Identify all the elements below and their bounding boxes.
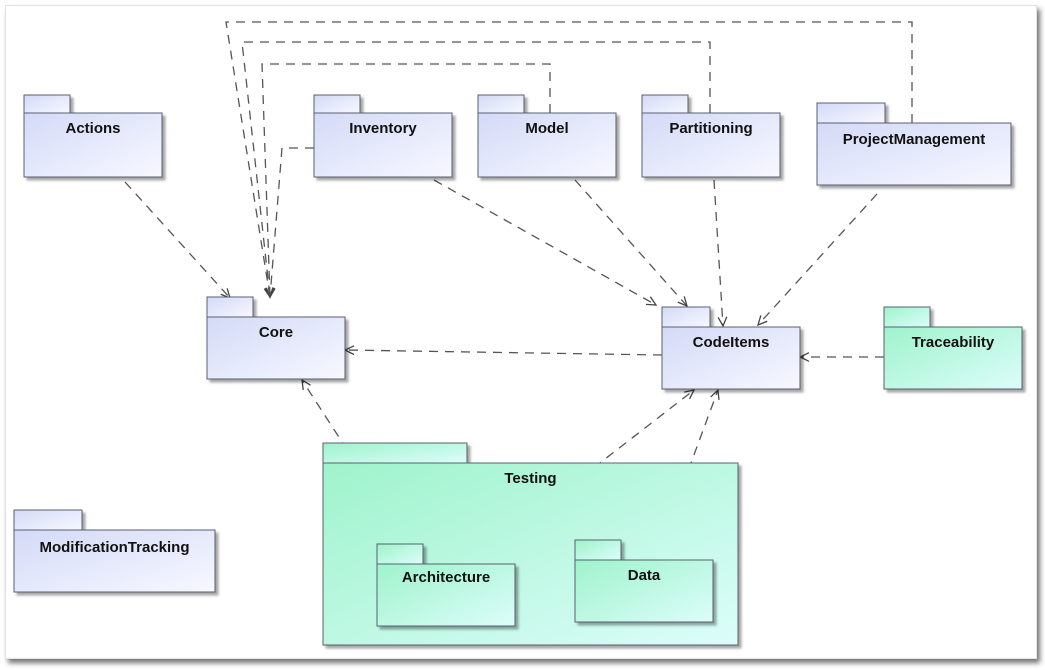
- dependency-inventory-to-codeitems[interactable]: [433, 179, 658, 306]
- package-body: [13, 529, 216, 593]
- package-actions[interactable]: [23, 94, 163, 178]
- package-label-architecture: Architecture: [402, 569, 490, 586]
- package-tab: [376, 543, 424, 565]
- arrow-head-icon: [263, 287, 274, 299]
- dependency-line: [757, 193, 878, 326]
- package-body: [313, 112, 453, 178]
- package-tab: [883, 306, 931, 328]
- package-body: [883, 326, 1023, 390]
- dependency-inventory-to-core[interactable]: [265, 147, 314, 299]
- package-traceability[interactable]: [883, 306, 1023, 390]
- package-label-model: Model: [525, 120, 568, 137]
- arrow-head-icon: [798, 352, 810, 362]
- package-body: [206, 316, 346, 380]
- dependency-line: [124, 181, 231, 299]
- package-partitioning[interactable]: [641, 94, 781, 178]
- dependency-line: [654, 389, 719, 561]
- arrow-head-icon: [756, 315, 768, 327]
- package-label-modificationtracking: ModificationTracking: [39, 539, 189, 556]
- dependency-projectmanagement-to-core[interactable]: [225, 21, 913, 299]
- package-data[interactable]: [574, 539, 714, 623]
- package-label-inventory: Inventory: [349, 120, 417, 137]
- dependency-traceability-to-codeitems[interactable]: [798, 352, 884, 362]
- package-body: [641, 112, 781, 178]
- package-tab: [816, 102, 886, 124]
- dependency-codeitems-to-core[interactable]: [343, 345, 663, 356]
- dependency-line: [241, 41, 711, 298]
- dependency-line: [344, 349, 663, 356]
- package-inventory[interactable]: [313, 94, 453, 178]
- package-label-traceability: Traceability: [912, 334, 995, 351]
- dependency-data-to-codeitems[interactable]: [654, 388, 720, 561]
- package-tab: [23, 94, 71, 114]
- arrow-head-icon: [677, 296, 688, 308]
- package-model[interactable]: [477, 94, 617, 178]
- package-body: [574, 559, 714, 623]
- package-tab: [206, 296, 254, 318]
- package-tab: [313, 94, 361, 114]
- dependency-actions-to-core[interactable]: [124, 181, 232, 300]
- package-architecture[interactable]: [376, 543, 516, 627]
- dependency-partitioning-to-codeitems[interactable]: [713, 179, 728, 328]
- package-tab: [477, 94, 525, 114]
- package-body: [816, 122, 1012, 186]
- package-label-testing: Testing: [504, 470, 556, 487]
- arrow-head-icon: [717, 316, 728, 328]
- dependency-line: [713, 179, 724, 327]
- package-tab: [661, 306, 711, 328]
- arrow-head-icon: [301, 378, 311, 391]
- package-codeitems[interactable]: [661, 306, 801, 390]
- dependency-line: [261, 63, 551, 298]
- package-tab: [574, 539, 622, 561]
- package-tab: [641, 94, 689, 114]
- package-projectmanagement[interactable]: [816, 102, 1012, 186]
- package-label-projectmanagement: ProjectManagement: [843, 131, 986, 148]
- package-body: [661, 326, 801, 390]
- package-modificationtracking[interactable]: [13, 509, 216, 593]
- package-tab: [13, 509, 83, 531]
- package-label-codeitems: CodeItems: [693, 334, 770, 351]
- package-label-actions: Actions: [65, 120, 120, 137]
- package-body: [376, 563, 516, 627]
- package-label-core: Core: [259, 324, 293, 341]
- arrow-head-icon: [645, 296, 658, 306]
- package-body: [477, 112, 617, 178]
- package-body: [23, 112, 163, 178]
- dependency-line: [433, 179, 657, 306]
- dependency-connectors: [124, 21, 913, 597]
- packages: Actions Inventory Model PartitioningProject…: [13, 94, 1023, 646]
- dependency-line: [225, 21, 913, 298]
- dependency-partitioning-to-core[interactable]: [241, 41, 711, 299]
- dependency-line: [269, 147, 314, 298]
- package-label-partitioning: Partitioning: [669, 120, 752, 137]
- package-tab: [322, 442, 468, 464]
- arrow-head-icon: [684, 389, 696, 400]
- package-core[interactable]: [206, 296, 346, 380]
- dependency-model-to-codeitems[interactable]: [574, 179, 688, 308]
- arrow-head-icon: [710, 388, 720, 401]
- dependency-line: [574, 179, 688, 307]
- package-label-data: Data: [628, 567, 661, 584]
- dependency-projectmanagement-to-codeitems[interactable]: [756, 193, 878, 327]
